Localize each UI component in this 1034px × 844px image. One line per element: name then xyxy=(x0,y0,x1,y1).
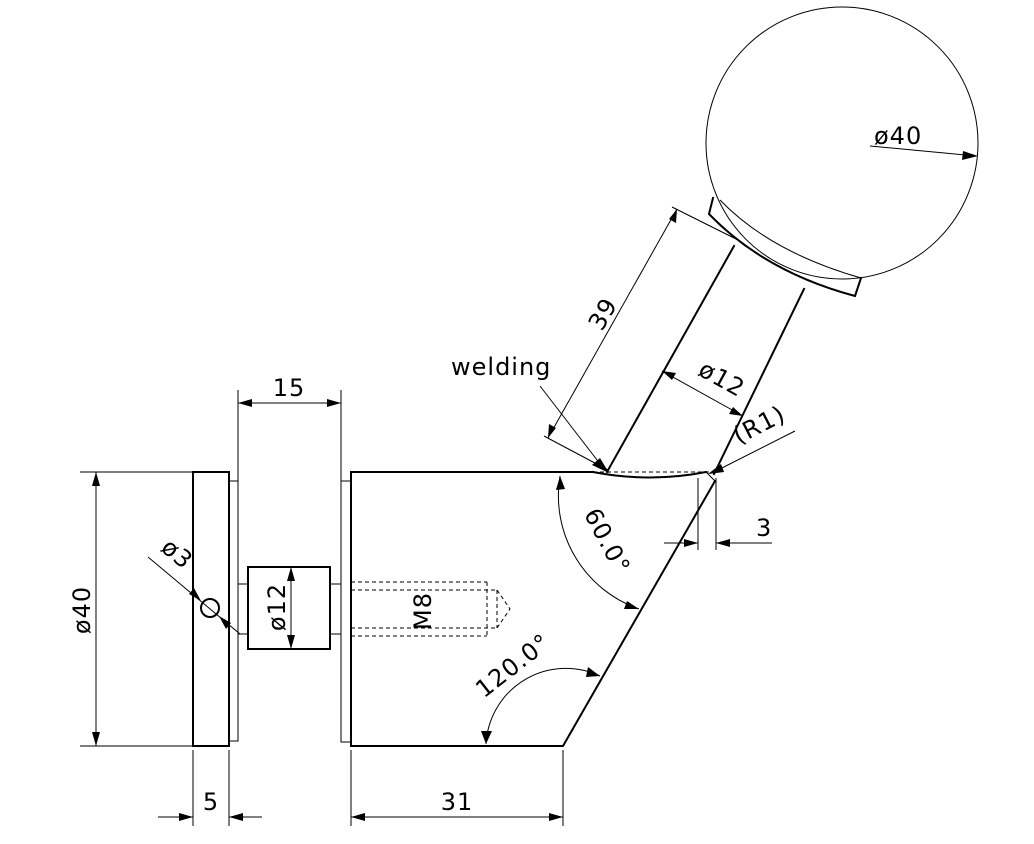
main-block xyxy=(340,470,717,747)
dim-tube-dia: ø12 xyxy=(661,355,750,417)
welding-label: welding xyxy=(451,353,551,381)
dim-spacer-dia: ø12 xyxy=(263,567,295,649)
tube-part xyxy=(605,244,806,476)
dim-ball-dia-label: ø40 xyxy=(874,122,922,150)
dim-15: 15 xyxy=(237,374,342,481)
angle-120: 120.0° xyxy=(470,628,601,745)
dim-31-label: 31 xyxy=(441,788,474,816)
dim-31: 31 xyxy=(350,750,564,826)
ball-part xyxy=(705,6,979,298)
welding-callout: welding xyxy=(451,353,609,473)
disc-part xyxy=(192,471,239,747)
dim-disc-dia-label: ø40 xyxy=(68,586,96,634)
dim-spacer-dia-label: ø12 xyxy=(263,583,291,631)
angle-60: 60.0° xyxy=(556,475,640,610)
dim-5: 5 xyxy=(158,750,262,826)
dim-3-label: 3 xyxy=(756,514,772,542)
angle-60-label: 60.0° xyxy=(578,504,636,579)
thread-label: M8 xyxy=(409,592,437,630)
dim-radius-label: (R1) xyxy=(729,400,790,450)
dim-15-label: 15 xyxy=(273,374,306,402)
dim-5-label: 5 xyxy=(203,788,219,816)
dim-ball-dia: ø40 xyxy=(869,122,978,160)
dim-39-label: 39 xyxy=(583,293,624,335)
spacer-part xyxy=(238,566,341,650)
dim-39: 39 xyxy=(543,206,741,471)
thread-hole xyxy=(351,581,511,637)
dim-radius: (R1) xyxy=(708,400,796,474)
dim-tube-dia-label: ø12 xyxy=(694,355,750,403)
dim-3: 3 xyxy=(664,478,772,550)
angle-120-label: 120.0° xyxy=(470,628,556,703)
dim-disc-dia: ø40 xyxy=(68,471,193,747)
